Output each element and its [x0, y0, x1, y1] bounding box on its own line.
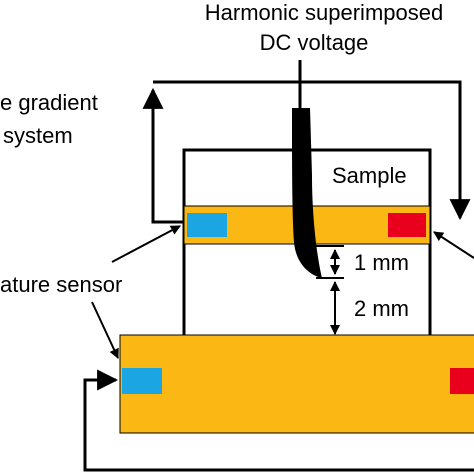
lower-plate: [119, 334, 474, 434]
gradient-label-line-2: system: [3, 123, 73, 148]
sample-label: Sample: [332, 163, 407, 188]
lower-hot-sensor: [450, 368, 474, 394]
gradient-loop-top-wire: [153, 80, 471, 221]
sensor-label: ature sensor: [0, 272, 122, 297]
upper-sensor-pointer: [111, 225, 181, 263]
title-line-1: Harmonic superimposed: [205, 0, 443, 25]
upper-cold-sensor: [187, 213, 227, 237]
gradient-loop-left-wire: [142, 87, 184, 224]
upper-hot-sensor: [388, 213, 426, 237]
gap-small-label: 1 mm: [354, 250, 409, 275]
gap-large-label: 2 mm: [354, 296, 409, 321]
gradient-label-line-1: e gradient: [0, 90, 98, 115]
title-line-2: DC voltage: [260, 30, 369, 55]
lower-cold-sensor: [122, 368, 162, 394]
electrode-needle: [292, 108, 322, 278]
lower-loop-wire: [83, 369, 474, 472]
lower-sensor-pointer: [91, 301, 119, 359]
right-sensor-pointer: [433, 231, 474, 259]
